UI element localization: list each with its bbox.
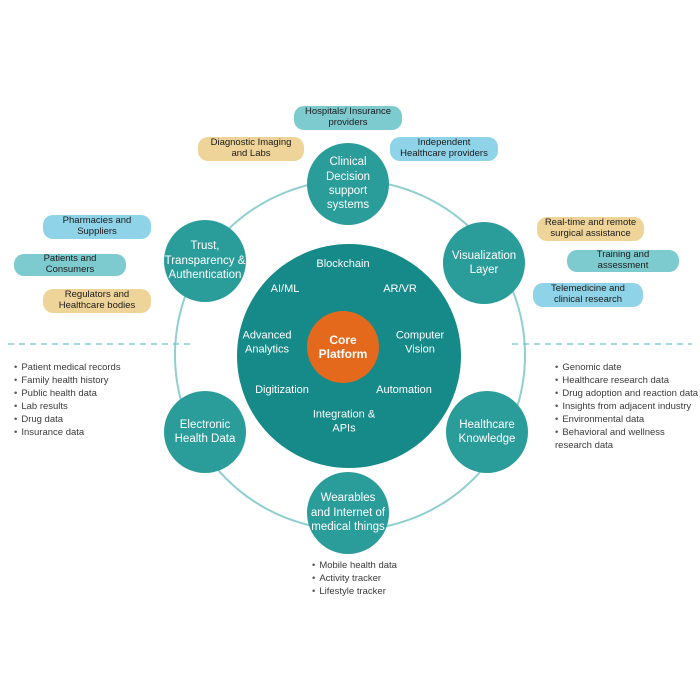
list-item: Behavioral and wellness research data [555, 426, 698, 452]
pill-diagnostic-label: Diagnostic Imaging and Labs [210, 137, 292, 159]
clinical-decision-label: Clinical Decision support systems [325, 156, 371, 212]
pill-hospitals: Hospitals/ Insurance providers [294, 106, 402, 130]
healthcare-knowledge-label: Healthcare Knowledge [458, 418, 516, 445]
list-item: Activity tracker [312, 572, 397, 585]
electronic-health-label: Electronic Health Data [174, 418, 236, 445]
pill-hospitals-label: Hospitals/ Insurance providers [304, 106, 392, 128]
list-item: Environmental data [555, 413, 698, 426]
healthcare-knowledge-list: Genomic date Healthcare research data Dr… [555, 361, 698, 452]
clinical-decision-node: Clinical Decision support systems [307, 143, 389, 225]
tech-blockchain: Blockchain [316, 258, 370, 271]
list-item: Healthcare research data [555, 374, 698, 387]
pill-realtime: Real-time and remote surgical assistance [537, 217, 644, 241]
wearables-list: Mobile health data Activity tracker Life… [312, 559, 397, 598]
visualization-node: Visualization Layer [443, 222, 525, 304]
trust-label: Trust, Transparency & Authentication [164, 240, 246, 282]
trust-node: Trust, Transparency & Authentication [164, 220, 246, 302]
pill-independent-label: Independent Healthcare providers [400, 137, 488, 159]
list-item: Insights from adjacent industry [555, 400, 698, 413]
tech-ar-vr: AR/VR [383, 283, 417, 296]
wearables-node: Wearables and Internet of medical things [307, 472, 389, 554]
core-platform-center: Core Platform [307, 311, 379, 383]
pill-training: Training and assessment [567, 249, 679, 272]
tech-computer-vision: Computer Vision [395, 329, 445, 355]
list-item: Genomic date [555, 361, 698, 374]
list-item: Lab results [14, 400, 121, 413]
pill-training-label: Training and assessment [596, 249, 650, 271]
pill-pharmacies: Pharmacies and Suppliers [43, 215, 151, 239]
list-item: Drug data [14, 413, 121, 426]
tech-integration-apis: Integration & APIs [312, 408, 376, 434]
list-item: Family health history [14, 374, 121, 387]
core-platform-label: Core Platform [318, 332, 368, 361]
visualization-label: Visualization Layer [451, 249, 517, 276]
pill-regulators: Regulators and Healthcare bodies [43, 289, 151, 313]
pill-realtime-label: Real-time and remote surgical assistance [544, 217, 637, 239]
pill-independent: Independent Healthcare providers [390, 137, 498, 161]
list-item: Drug adoption and reaction data [555, 387, 698, 400]
pill-telemedicine-label: Telemedicine and clinical research [551, 283, 625, 305]
list-item: Insurance data [14, 426, 121, 439]
electronic-health-node: Electronic Health Data [164, 391, 246, 473]
tech-ai-ml: AI/ML [270, 283, 300, 296]
healthcare-knowledge-node: Healthcare Knowledge [446, 391, 528, 473]
tech-digitization: Digitization [255, 384, 309, 397]
pill-patients-label: Patients and Consumers [43, 253, 97, 275]
pill-pharmacies-label: Pharmacies and Suppliers [62, 215, 132, 237]
tech-automation: Automation [376, 384, 432, 397]
wearables-label: Wearables and Internet of medical things [310, 492, 386, 534]
list-item: Mobile health data [312, 559, 397, 572]
list-item: Public health data [14, 387, 121, 400]
tech-advanced-analytics: Advanced Analytics [242, 329, 292, 355]
list-item: Lifestyle tracker [312, 585, 397, 598]
pill-telemedicine: Telemedicine and clinical research [533, 283, 643, 307]
pill-patients: Patients and Consumers [14, 253, 126, 276]
pill-regulators-label: Regulators and Healthcare bodies [58, 289, 136, 311]
list-item: Patient medical records [14, 361, 120, 374]
electronic-health-list: Patient medical records Family health hi… [14, 361, 121, 439]
pill-diagnostic: Diagnostic Imaging and Labs [198, 137, 304, 161]
